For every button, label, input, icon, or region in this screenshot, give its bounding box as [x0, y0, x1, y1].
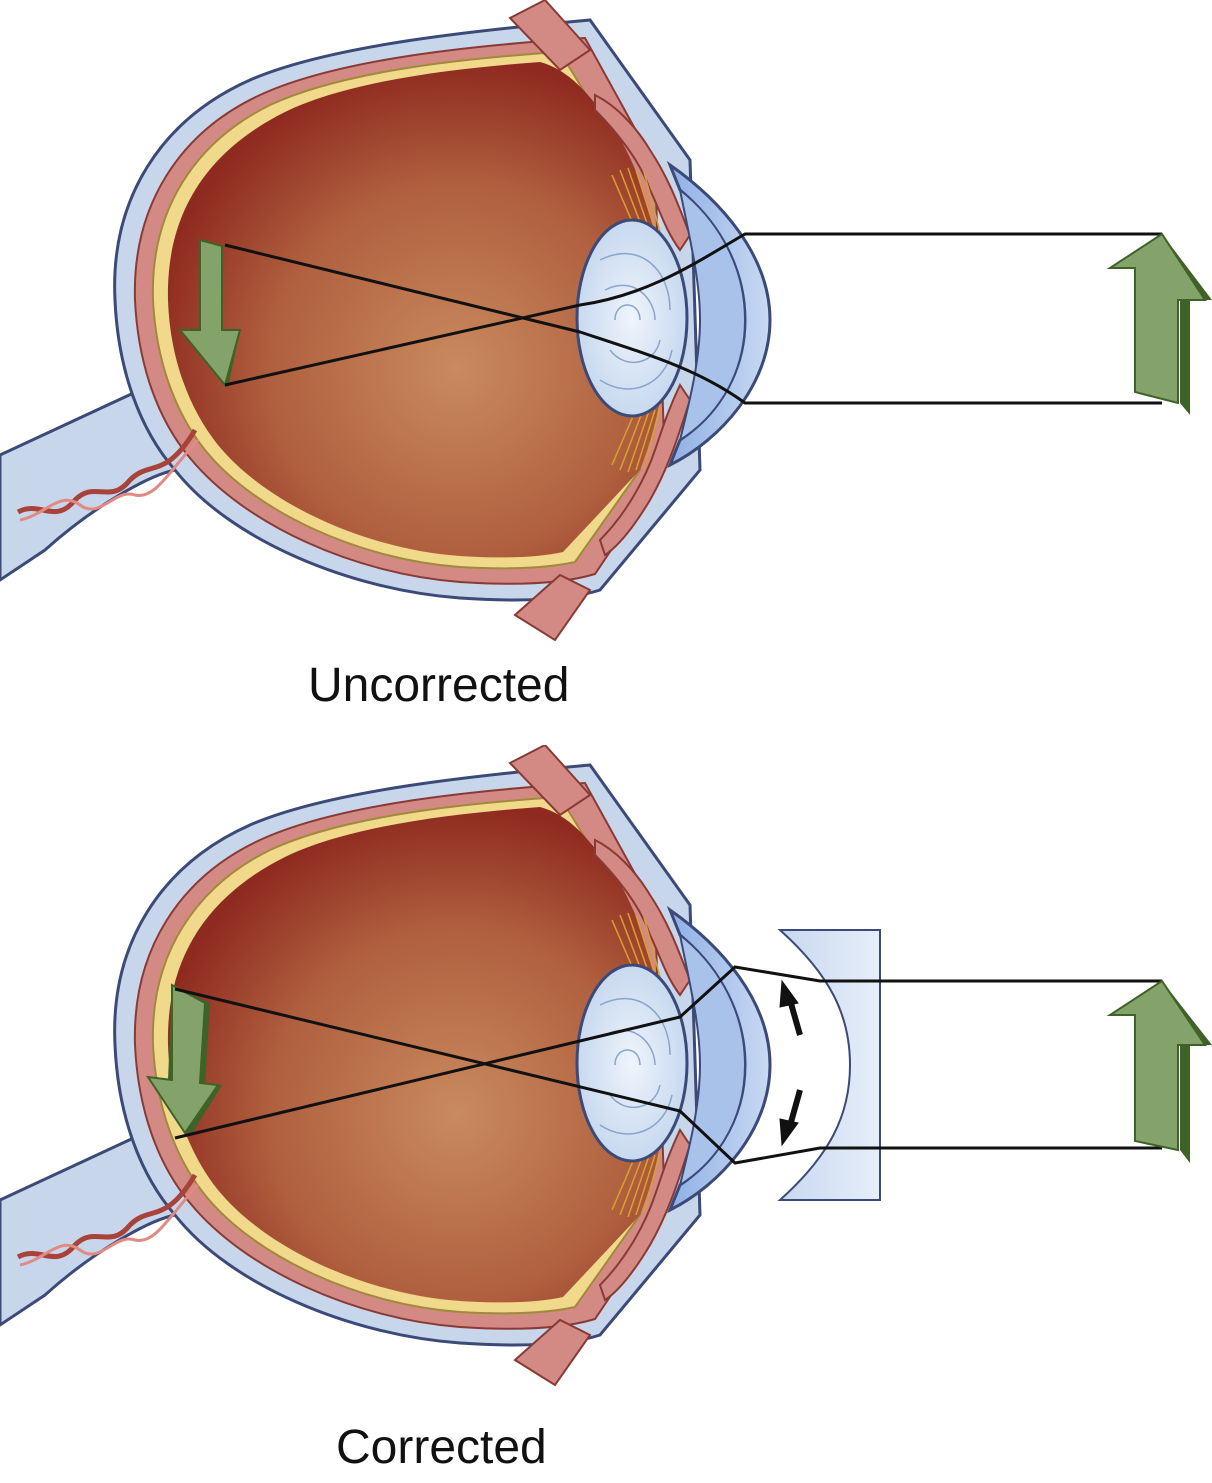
- corrected-panel: [0, 745, 1212, 1425]
- inverted-image-arrow-icon: [145, 983, 222, 1137]
- light-rays: [174, 965, 1162, 1165]
- uncorrected-caption: Uncorrected: [308, 659, 570, 712]
- eyeball-cross-section: [0, 745, 770, 1385]
- object-arrow-icon: [1106, 232, 1212, 415]
- concave-lens: [777, 929, 881, 1201]
- small-black-arrow-icon: [779, 979, 803, 1147]
- object-arrow-icon: [1106, 979, 1212, 1163]
- corrected-diagram: [0, 745, 1212, 1425]
- uncorrected-diagram: [0, 0, 1212, 680]
- inverted-image-arrow-icon: [177, 238, 242, 388]
- corrected-caption: Corrected: [336, 1421, 547, 1474]
- light-rays: [224, 232, 1162, 405]
- uncorrected-panel: [0, 0, 1212, 680]
- eyeball-cross-section: [0, 0, 770, 640]
